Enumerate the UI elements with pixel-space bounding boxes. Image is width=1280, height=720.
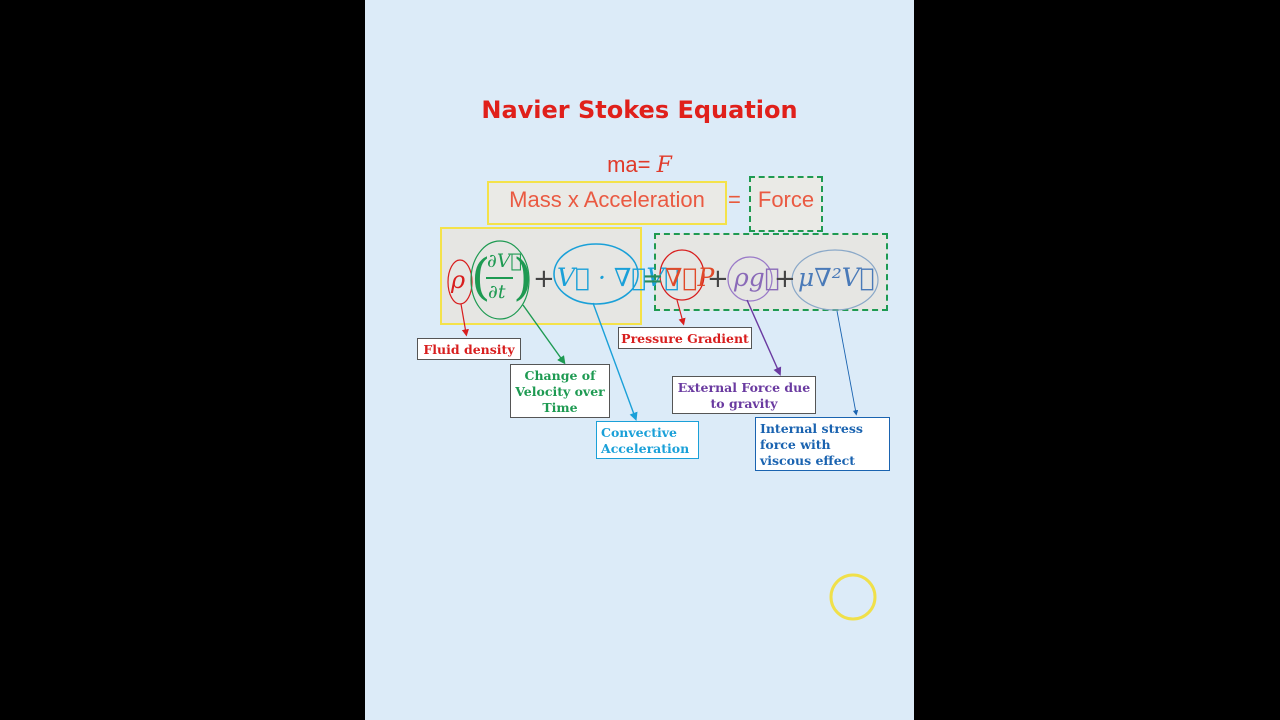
force-text: Force — [757, 187, 815, 212]
label-external-line-2: to gravity — [710, 396, 778, 411]
mass-acceleration-box — [487, 181, 727, 225]
label-internal-stress: Internal stress force with viscous effec… — [755, 417, 890, 471]
basic-equation-rhs: F — [656, 153, 672, 178]
label-change-of-velocity: Change of Velocity over Time — [510, 364, 610, 418]
plus-sign-3: + — [774, 264, 796, 294]
dvdt-numerator: ∂V⃗ — [487, 250, 522, 272]
convective-term: V⃗ · ∇⃗V⃗ — [557, 263, 680, 292]
right-paren: ) — [513, 248, 533, 306]
lhs-acceleration-box — [440, 227, 642, 325]
pressure-ellipse — [659, 249, 705, 301]
convective-ellipse — [553, 243, 639, 305]
label-change-line-1: Change of — [524, 368, 596, 383]
pressure-term: ∇⃗P — [665, 263, 715, 292]
rho-ellipse — [447, 259, 473, 305]
gravity-ellipse — [727, 256, 773, 302]
label-pressure-gradient: Pressure Gradient — [618, 327, 752, 349]
label-convective-acceleration: Convective Acceleration — [596, 421, 699, 459]
annotation-layer — [447, 240, 879, 621]
plus-sign-2: + — [707, 264, 729, 294]
label-fluid-density: Fluid density — [417, 338, 521, 360]
page-title: Navier Stokes Equation — [481, 96, 798, 124]
arrow-internal-stress — [836, 310, 859, 416]
basic-equation-lhs: ma — [607, 152, 638, 177]
viscous-term: μ∇²V⃗ — [798, 263, 875, 292]
arrow-external-force — [746, 299, 782, 376]
viscous-ellipse — [791, 249, 879, 311]
arrow-change-velocity — [522, 304, 566, 365]
label-change-line-2: Velocity over — [515, 384, 605, 399]
plus-sign-1: + — [533, 264, 555, 294]
video-panel: Navier Stokes Equation ma= F Mass x Acce… — [365, 0, 914, 720]
label-internal-line-2: force with — [760, 437, 831, 452]
word-equation-equals: = — [728, 187, 741, 212]
dvdt-ellipse — [470, 240, 530, 320]
label-external-force: External Force due to gravity — [672, 376, 816, 414]
force-box — [749, 176, 823, 232]
dvdt-term: ( ∂V⃗ ∂t ) — [471, 246, 533, 312]
arrow-convective — [592, 302, 638, 421]
label-fluid-density-text: Fluid density — [423, 342, 515, 357]
fraction-bar — [486, 277, 513, 279]
cursor-ring — [829, 573, 877, 621]
label-external-line-1: External Force due — [677, 380, 811, 395]
rho-term: ρ — [451, 266, 466, 294]
label-internal-line-1: Internal stress — [760, 421, 863, 436]
label-convective-line-2: Acceleration — [601, 441, 690, 456]
arrow-fluid-density — [460, 303, 469, 337]
mass-acceleration-text: Mass x Acceleration — [509, 187, 705, 212]
basic-equation-equals: = — [637, 152, 651, 177]
label-internal-line-3: viscous effect — [760, 453, 856, 468]
equals-sign: = — [642, 264, 664, 294]
label-pressure-text: Pressure Gradient — [621, 331, 749, 346]
basic-equation: ma= F — [365, 152, 914, 178]
arrow-pressure — [676, 299, 686, 326]
label-change-line-3: Time — [542, 400, 578, 415]
label-convective-line-1: Convective — [601, 425, 677, 440]
left-paren: ( — [471, 248, 491, 306]
dvdt-denominator: ∂t — [488, 281, 506, 303]
gravity-term: ρg⃗ — [734, 263, 780, 292]
